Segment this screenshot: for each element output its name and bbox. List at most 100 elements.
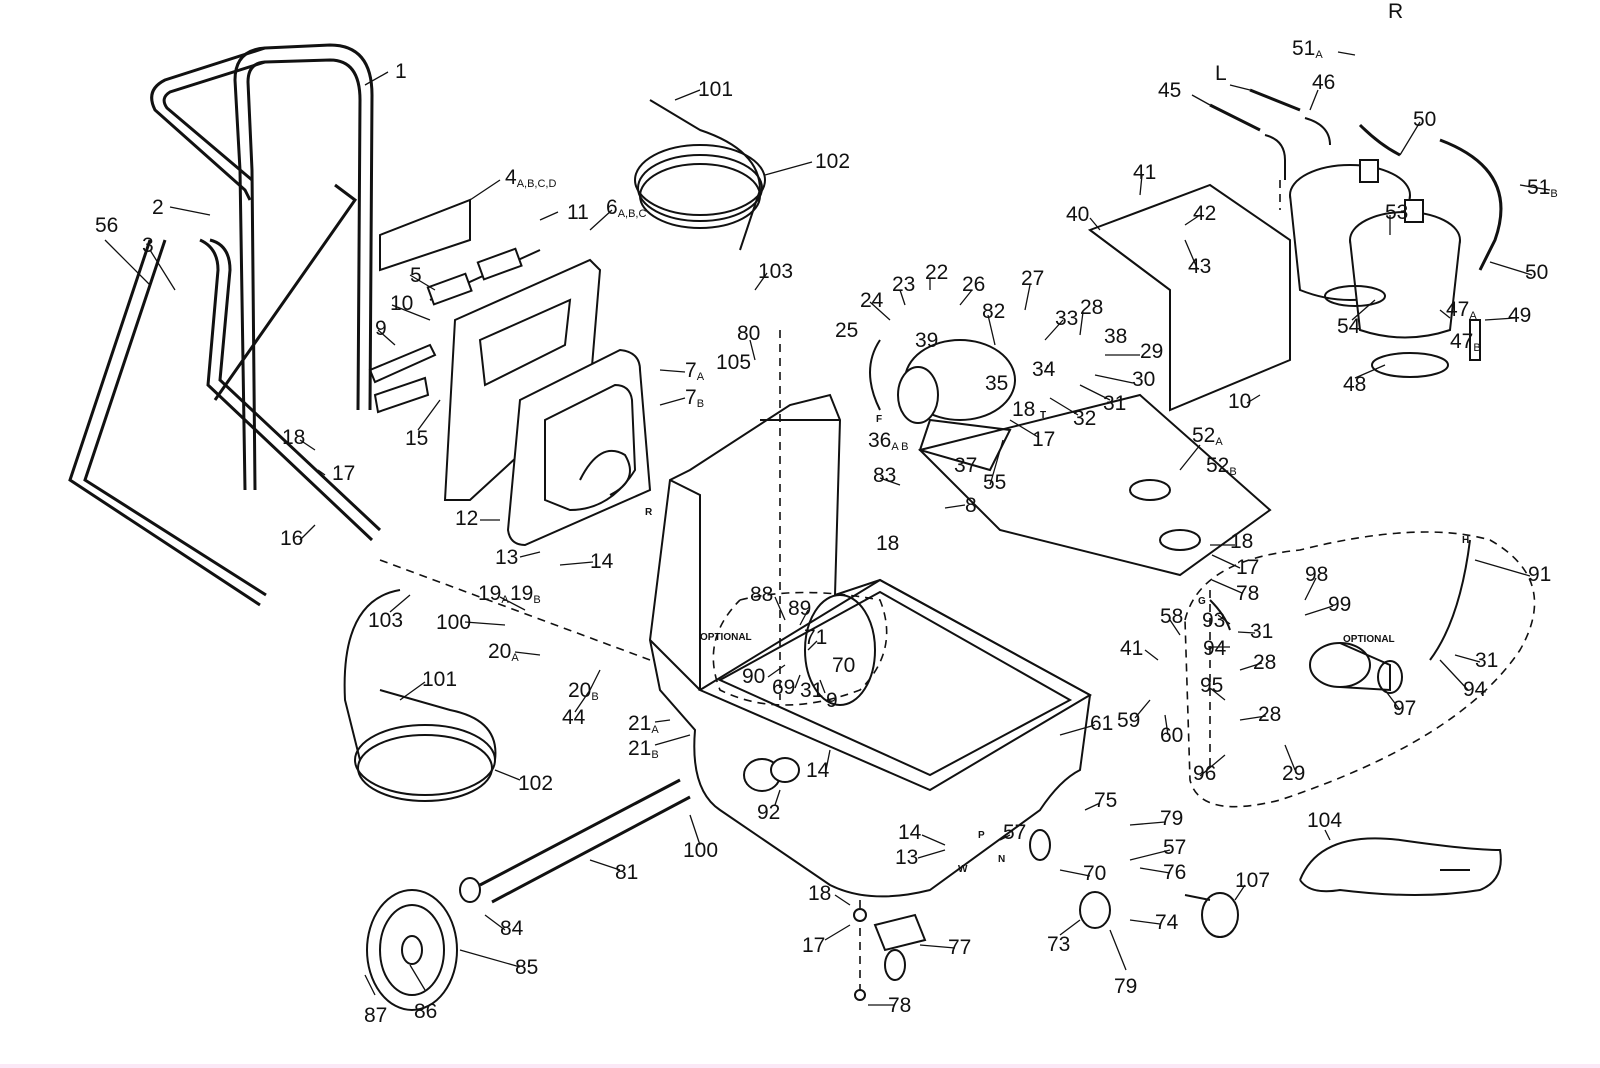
callout-number: 75	[1094, 789, 1117, 812]
callout-104: 104	[1307, 809, 1342, 832]
callout-28: 28	[1080, 296, 1103, 319]
callout-number: 11	[567, 201, 589, 224]
callout-number: 16	[280, 527, 303, 550]
callout-number: 25	[835, 319, 858, 342]
callout-101: 101	[698, 78, 733, 101]
callout-number: 14	[590, 550, 614, 573]
callout-70: 70	[832, 654, 855, 677]
callout-number: 83	[873, 464, 896, 487]
callout-31: 31	[1250, 620, 1273, 643]
callout-6: 6A,B,C	[606, 196, 646, 220]
callout-38: 38	[1104, 325, 1127, 348]
callout-94: 94	[1203, 637, 1227, 660]
callout-number: 18	[282, 426, 305, 449]
callout-number: 10	[1228, 390, 1251, 413]
callout-96: 96	[1193, 762, 1216, 785]
callout-56: 56	[95, 214, 118, 237]
callout-number: 28	[1258, 703, 1281, 726]
callout-number: 91	[1528, 563, 1551, 586]
callout-71: 71	[804, 626, 827, 649]
callout-78: 78	[1236, 582, 1259, 605]
callout-33: 33	[1055, 307, 1078, 330]
motor-cover	[506, 348, 652, 547]
callout-number: 105	[716, 351, 751, 374]
callout-number: 101	[698, 78, 733, 101]
callout-number: 104	[1307, 809, 1342, 832]
base-plate	[918, 183, 1291, 577]
callout-46: 46	[1312, 71, 1335, 94]
vacuum-motors	[1289, 159, 1461, 378]
callout-55: 55	[983, 471, 1006, 494]
callout-number: 38	[1104, 325, 1127, 348]
callout-number: 103	[368, 609, 403, 632]
callout-number: 71	[804, 626, 827, 649]
callout-number: 27	[1021, 267, 1044, 290]
callout-number: 9	[826, 689, 838, 712]
note-label: H	[1462, 535, 1469, 546]
callout-number: 15	[405, 427, 428, 450]
callout-52: 52A	[1192, 424, 1223, 448]
callout-number: 31	[1250, 620, 1273, 643]
callout-number: 17	[802, 934, 825, 957]
callout-number: 61	[1090, 712, 1113, 735]
callout-88: 88	[750, 583, 773, 606]
callout-78: 78	[888, 994, 911, 1017]
callout-number: 90	[742, 665, 765, 688]
callout-29: 29	[1140, 340, 1163, 363]
callout-number: 36	[868, 429, 891, 452]
callout-number: 14	[806, 759, 830, 782]
callout-103: 103	[368, 609, 403, 632]
callout-number: 53	[1385, 201, 1408, 224]
callout-77: 77	[948, 936, 971, 959]
callout-61: 61	[1090, 712, 1113, 735]
callout-12: 12	[455, 507, 478, 530]
callout-number: 76	[1163, 861, 1186, 884]
callout-79: 79	[1160, 807, 1183, 830]
callout-50: 50	[1525, 261, 1548, 284]
callout-suffix: B	[651, 749, 658, 761]
callout-14: 14	[590, 550, 614, 573]
callout-number: 69	[772, 676, 795, 699]
callout-number: 78	[888, 994, 911, 1017]
callout-number: 107	[1235, 869, 1270, 892]
callout-number: 82	[982, 300, 1005, 323]
callout-number: 42	[1193, 202, 1216, 225]
callout-41: 41	[1133, 161, 1156, 184]
callout-54: 54	[1337, 315, 1361, 338]
callout-number: 94	[1203, 637, 1227, 660]
callout-101: 101	[422, 668, 457, 691]
callout-number: 21	[628, 737, 651, 760]
callout-number: 18	[876, 532, 899, 555]
callout-74: 74	[1155, 911, 1179, 934]
callout-number: 103	[758, 260, 793, 283]
callout-16: 16	[280, 527, 303, 550]
callout-number: 56	[95, 214, 118, 237]
callout-suffix: A	[697, 371, 705, 383]
callout-number: 19	[510, 582, 533, 605]
callout-21: 21B	[628, 737, 659, 761]
callout-57: 57	[1163, 836, 1186, 859]
callout-41: 41	[1120, 637, 1143, 660]
callout-31: 31	[800, 679, 823, 702]
callout-number: 31	[1103, 392, 1126, 415]
callout-10: 10	[1228, 390, 1251, 413]
callout-90: 90	[742, 665, 765, 688]
callout-57: 57	[1003, 821, 1026, 844]
callout-number: 32	[1073, 407, 1096, 430]
callout-number: 31	[1475, 649, 1498, 672]
callout-suffix: A	[511, 652, 519, 664]
note-label: P	[978, 830, 985, 841]
callout-92: 92	[757, 801, 780, 824]
callout-number: 101	[422, 668, 457, 691]
callout-17: 17	[332, 462, 355, 485]
callout-7: 7B	[685, 386, 704, 410]
callout-number: 33	[1055, 307, 1078, 330]
callout-18: 18	[808, 882, 831, 905]
callout-number: 3	[142, 234, 154, 257]
callout-21: 21A	[628, 712, 659, 736]
callout-suffix: A	[1315, 49, 1323, 61]
callout-number: 29	[1140, 340, 1163, 363]
callout-9: 9	[375, 317, 387, 340]
callout-number: 50	[1413, 108, 1436, 131]
